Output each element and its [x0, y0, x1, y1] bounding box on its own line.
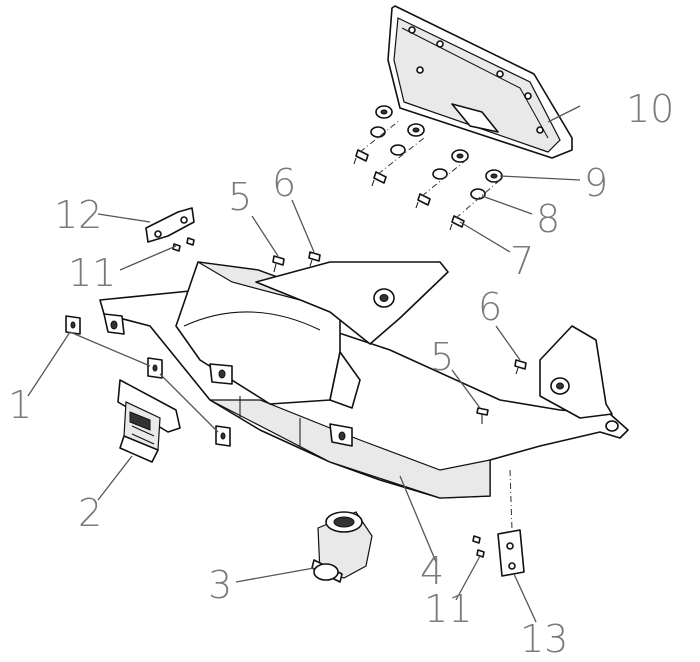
- callout-7: 7: [510, 239, 534, 283]
- callout-5-right: 5: [430, 335, 454, 379]
- part-4-main-frame: [99, 261, 629, 499]
- callout-13: 13: [520, 617, 568, 661]
- part-11-screws-bottom: [472, 535, 485, 558]
- part-1-clip-nuts: [65, 315, 231, 447]
- callout-11-bottom: 11: [424, 587, 472, 631]
- part-11-screws-left: [172, 237, 195, 252]
- part-5-screw-top: [272, 255, 285, 273]
- part-13-bracket: [497, 529, 525, 577]
- callout-2: 2: [78, 491, 102, 535]
- callout-numbers: 1 2 3 4 5 5 6 6 7 8 9 10 11 11 12 13: [8, 87, 674, 661]
- part-9-grommets: [375, 105, 503, 183]
- callout-3: 3: [208, 563, 232, 607]
- callout-6-top: 6: [272, 161, 296, 205]
- callout-6-right: 6: [478, 285, 502, 329]
- part-6-screw-top: [308, 251, 321, 267]
- callout-1: 1: [8, 383, 32, 427]
- callout-11-left: 11: [68, 251, 116, 295]
- leader-lines: [27, 105, 581, 623]
- callout-8: 8: [536, 197, 560, 241]
- callout-9: 9: [584, 161, 608, 205]
- part-8-washers: [370, 126, 486, 200]
- part-10-instrument-panel: [387, 5, 573, 159]
- callout-5-top: 5: [228, 175, 252, 219]
- part-7-screws: [353, 149, 465, 231]
- part-3-cylinder: [311, 511, 373, 583]
- callout-12: 12: [54, 193, 102, 237]
- part-12-bracket: [145, 207, 195, 243]
- part-5-screw-right: [476, 407, 489, 424]
- part-6-screw-right: [514, 359, 527, 375]
- callout-4: 4: [420, 549, 444, 593]
- part-2-connector: [117, 379, 181, 463]
- callout-10: 10: [626, 87, 674, 131]
